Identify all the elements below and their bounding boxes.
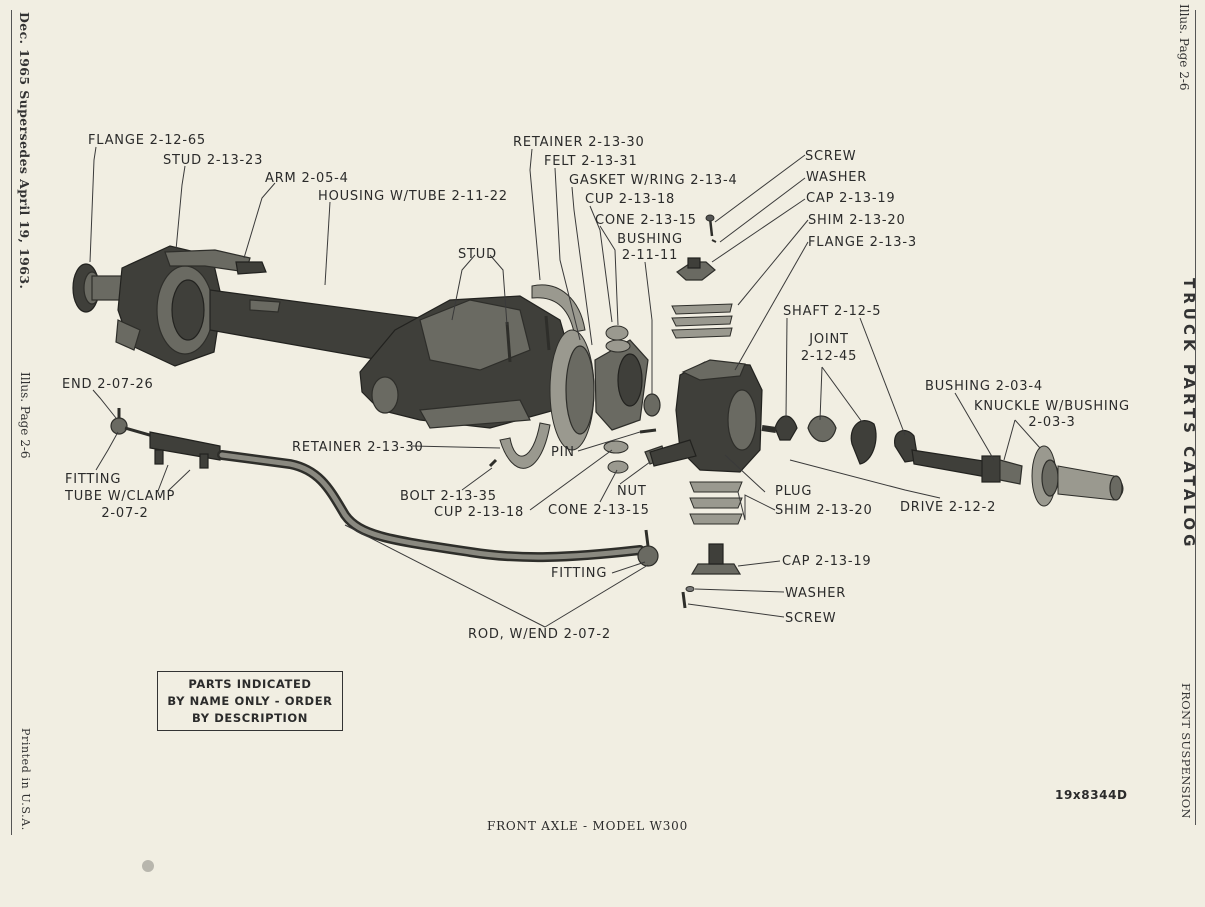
- figure-caption: FRONT AXLE - MODEL W300: [486, 819, 689, 833]
- label-cone-top: CONE 2-13-15: [595, 213, 697, 228]
- label-washer-top: WASHER: [806, 170, 867, 185]
- label-drive: DRIVE 2-12-2: [900, 500, 996, 515]
- figure-code: 19x8344D: [1055, 788, 1128, 802]
- label-shaft: SHAFT 2-12-5: [783, 304, 881, 319]
- label-cap-bottom: CAP 2-13-19: [782, 554, 871, 569]
- label-washer-bottom: WASHER: [785, 586, 846, 601]
- label-shim-bottom: SHIM 2-13-20: [775, 503, 873, 518]
- label-tube-w-clamp: TUBE W/CLAMP: [64, 489, 175, 504]
- label-fitting-bottom: FITTING: [551, 566, 607, 581]
- label-gasket: GASKET W/RING 2-13-4: [569, 173, 738, 188]
- label-knuckle: KNUCKLE W/BUSHING: [974, 399, 1130, 414]
- label-bushing: BUSHING: [617, 232, 683, 247]
- part-labels: FLANGE 2-12-65 STUD 2-13-23 ARM 2-05-4 H…: [62, 133, 1130, 642]
- label-rod-w-end: ROD, W/END 2-07-2: [468, 627, 611, 642]
- label-felt: FELT 2-13-31: [544, 154, 638, 169]
- label-plug: PLUG: [775, 484, 812, 499]
- label-tube-number: 2-07-2: [101, 506, 148, 521]
- axle-shaft-and-joint: [761, 415, 1023, 485]
- knuckle-spindle: [1031, 445, 1124, 507]
- parts-note-line-2: BY NAME ONLY - ORDER: [167, 694, 333, 708]
- label-fitting-left: FITTING: [65, 472, 121, 487]
- label-bolt: BOLT 2-13-35: [400, 489, 497, 504]
- label-cup-bottom: CUP 2-13-18: [434, 505, 524, 520]
- seal-and-spindle-parts: [488, 284, 667, 474]
- label-stud: STUD: [458, 247, 497, 262]
- label-joint: JOINT: [808, 332, 849, 347]
- label-pin: PIN: [551, 445, 575, 460]
- bottom-shims-and-cap: [681, 481, 743, 609]
- label-knuckle-number: 2-03-3: [1028, 415, 1075, 430]
- label-bushing-2-03-4: BUSHING 2-03-4: [925, 379, 1043, 394]
- label-flange-2-13-3: FLANGE 2-13-3: [808, 235, 917, 250]
- label-shim-top: SHIM 2-13-20: [808, 213, 906, 228]
- steering-knuckle: [649, 359, 763, 473]
- label-cup-top: CUP 2-13-18: [585, 192, 675, 207]
- parts-note-line-3: BY DESCRIPTION: [191, 711, 309, 725]
- tie-rod-assembly: [110, 408, 659, 567]
- label-joint-number: 2-12-45: [801, 349, 857, 364]
- label-retainer-top: RETAINER 2-13-30: [513, 135, 645, 150]
- top-cap-and-shims: [671, 214, 733, 339]
- label-screw-bottom: SCREW: [785, 611, 836, 626]
- label-arm: ARM 2-05-4: [265, 171, 349, 186]
- right-margin-rule: [1195, 10, 1196, 825]
- label-housing-w-tube: HOUSING W/TUBE 2-11-22: [318, 189, 508, 204]
- label-end: END 2-07-26: [62, 377, 154, 392]
- label-cone-bottom: CONE 2-13-15: [548, 503, 650, 518]
- label-retainer-bottom: RETAINER 2-13-30: [292, 440, 424, 455]
- print-blemish: [142, 860, 154, 872]
- left-margin-rule: [11, 10, 12, 835]
- label-stud-2-13-23: STUD 2-13-23: [163, 153, 263, 168]
- parts-note-line-1: PARTS INDICATED: [188, 677, 312, 691]
- axle-housing: [72, 245, 576, 429]
- leader-lines: [89, 146, 1041, 628]
- label-cap-top: CAP 2-13-19: [806, 191, 895, 206]
- label-flange-2-12-65: FLANGE 2-12-65: [88, 133, 206, 148]
- label-bushing-number: 2-11-11: [622, 248, 678, 263]
- parts-note-box: PARTS INDICATED BY NAME ONLY - ORDER BY …: [157, 671, 343, 731]
- label-nut: NUT: [617, 484, 647, 499]
- label-screw-top: SCREW: [805, 149, 856, 164]
